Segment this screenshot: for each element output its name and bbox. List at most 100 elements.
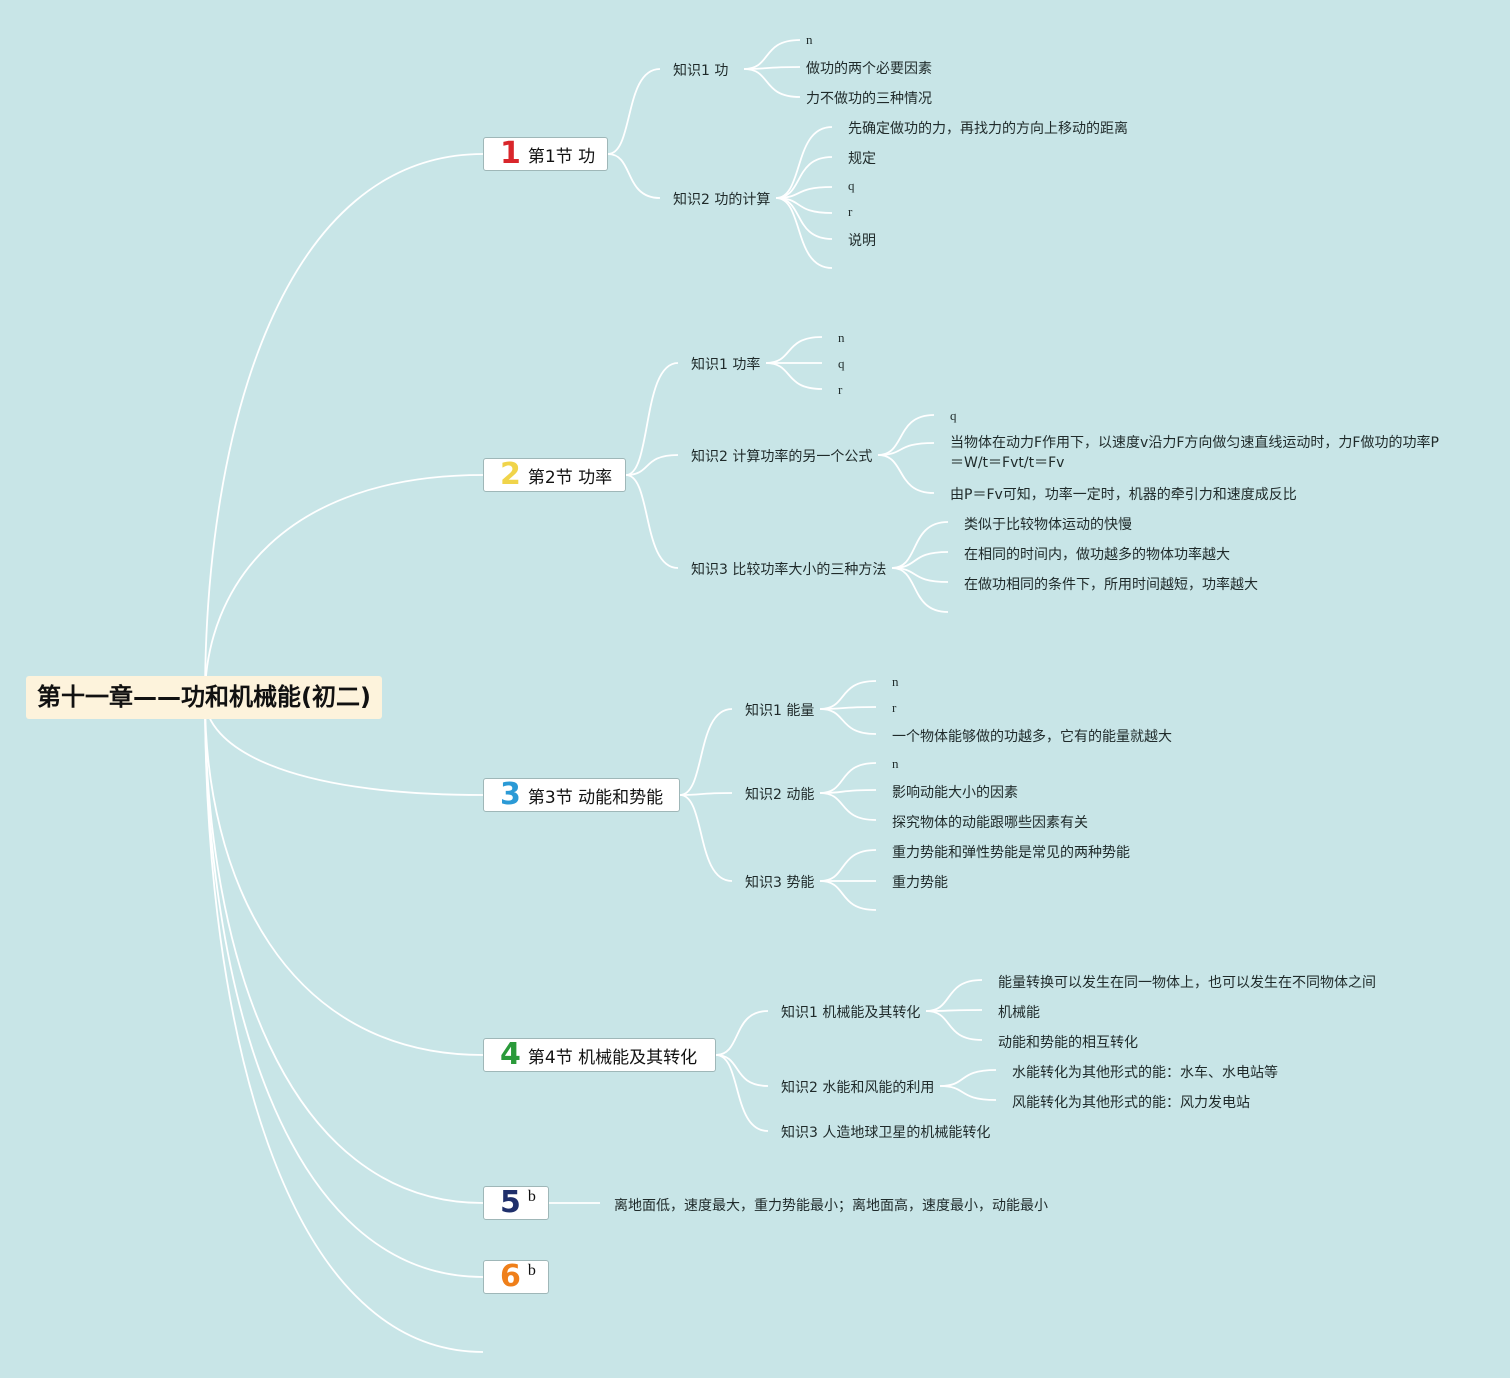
leaf-node[interactable]: 说明	[848, 233, 876, 249]
leaf-node[interactable]: n	[806, 32, 813, 47]
section-5-node[interactable]: 5 b	[483, 1186, 549, 1220]
leaf-connector	[939, 1069, 997, 1087]
leaf-node[interactable]: 能量转换可以发生在同一物体上，也可以发生在不同物体之间	[998, 975, 1376, 991]
section-number-badge: 2	[500, 457, 521, 492]
section-connector	[625, 362, 679, 476]
section-connector	[625, 474, 679, 569]
knowledge-node[interactable]: 知识1 功	[673, 63, 729, 79]
leaf-node[interactable]: r	[892, 700, 897, 715]
knowledge-node[interactable]: 知识2 水能和风能的利用	[781, 1080, 935, 1096]
leaf-connector	[765, 336, 823, 364]
section-label: b	[527, 1188, 536, 1205]
knowledge-node[interactable]: 知识1 能量	[745, 703, 815, 719]
section-label: b	[527, 1262, 536, 1279]
section-number-badge: 6	[500, 1259, 521, 1294]
leaf-node[interactable]: 由P＝Fv可知，功率一定时，机器的牵引力和速度成反比	[950, 487, 1297, 503]
leaf-node[interactable]: r	[838, 382, 843, 397]
section-3-node[interactable]: 3 第3节 动能和势能	[483, 778, 680, 812]
leaf-connector	[925, 979, 983, 1012]
knowledge-node[interactable]: 知识1 功率	[691, 357, 761, 373]
leaf-connector	[819, 680, 877, 710]
leaf-connector	[775, 197, 833, 269]
leaf-node[interactable]: q	[950, 408, 957, 423]
root-connector	[204, 697, 484, 1056]
section-4-node[interactable]: 4 第4节 机械能及其转化	[483, 1038, 716, 1072]
leaf-node[interactable]: 类似于比较物体运动的快慢	[964, 517, 1132, 533]
leaf-connector	[877, 414, 935, 456]
leaf-node[interactable]: 力不做功的三种情况	[806, 91, 932, 107]
root-topic[interactable]: 第十一章——功和机械能(初二)	[26, 676, 382, 719]
section-2-node[interactable]: 2 第2节 功率	[483, 458, 626, 492]
leaf-connector	[775, 126, 833, 199]
section-connector	[625, 454, 679, 476]
section-connector	[607, 68, 661, 155]
leaf-node[interactable]: n	[892, 756, 899, 771]
leaf-connector	[877, 454, 935, 494]
knowledge-node[interactable]: 知识2 计算功率的另一个公式	[691, 449, 873, 465]
root-connector	[204, 697, 484, 1278]
section-1-node[interactable]: 1 第1节 功	[483, 137, 608, 171]
knowledge-node[interactable]: 知识2 动能	[745, 787, 815, 803]
leaf-connector	[925, 1009, 983, 1012]
section-connector	[607, 153, 661, 199]
leaf-node[interactable]: 动能和势能的相互转化	[998, 1035, 1138, 1051]
section-connector	[715, 1010, 769, 1056]
knowledge-node[interactable]: 知识3 势能	[745, 875, 815, 891]
leaf-node[interactable]: 风能转化为其他形式的能：风力发电站	[1012, 1095, 1250, 1111]
section-connector	[679, 792, 733, 796]
leaf-connector	[939, 1085, 997, 1101]
leaf-node[interactable]: 重力势能	[892, 875, 948, 891]
leaf-node[interactable]: 一个物体能够做的功越多，它有的能量就越大	[892, 729, 1172, 745]
leaf-node[interactable]: 探究物体的动能跟哪些因素有关	[892, 815, 1088, 831]
leaf-connector	[775, 197, 833, 240]
section-number-badge: 4	[500, 1037, 521, 1072]
knowledge-node[interactable]: 知识3 人造地球卫星的机械能转化	[781, 1125, 991, 1141]
leaf-connector	[819, 849, 877, 882]
leaf-connector	[819, 708, 877, 735]
leaf-connector	[819, 762, 877, 794]
section-label: 第1节 功	[527, 146, 596, 167]
leaf-node[interactable]: 规定	[848, 151, 876, 167]
root-connector	[204, 697, 484, 1204]
leaf-node[interactable]: 在做功相同的条件下，所用时间越短，功率越大	[964, 577, 1258, 593]
leaf-node[interactable]: n	[892, 674, 899, 689]
leaf-connector	[891, 521, 949, 569]
leaf-node[interactable]: r	[848, 204, 853, 219]
leaf-node[interactable]: 影响动能大小的因素	[892, 785, 1018, 801]
section-connector	[679, 794, 733, 882]
leaf-node[interactable]: 重力势能和弹性势能是常见的两种势能	[892, 845, 1130, 861]
section-connector	[715, 1054, 769, 1087]
leaf-connector	[765, 362, 823, 390]
leaf-node[interactable]: 在相同的时间内，做功越多的物体功率越大	[964, 547, 1230, 563]
leaf-connector	[877, 442, 935, 456]
knowledge-node[interactable]: 知识3 比较功率大小的三种方法	[691, 562, 887, 578]
leaf-connector	[891, 567, 949, 613]
section-number-badge: 3	[500, 777, 521, 812]
root-connector	[204, 153, 484, 699]
leaf-node[interactable]: n	[838, 330, 845, 345]
section-number-badge: 5	[500, 1185, 521, 1220]
leaf-connector	[819, 792, 877, 821]
knowledge-node[interactable]: 知识2 功的计算	[673, 192, 771, 208]
section-6-node[interactable]: 6 b	[483, 1260, 549, 1294]
leaf-node[interactable]: q	[848, 178, 855, 193]
leaf-node[interactable]: 机械能	[998, 1005, 1040, 1021]
section-connector	[715, 1054, 769, 1132]
leaf-node[interactable]: 水能转化为其他形式的能：水车、水电站等	[1012, 1065, 1278, 1081]
leaf-node[interactable]: 先确定做功的力，再找力的方向上移动的距离	[848, 121, 1128, 137]
section-number-badge: 1	[500, 136, 521, 171]
leaf-node[interactable]: q	[838, 356, 845, 371]
leaf-connector	[775, 156, 833, 199]
leaf-connector	[925, 1010, 983, 1041]
knowledge-node[interactable]: 知识1 机械能及其转化	[781, 1005, 921, 1021]
knowledge-node[interactable]: 离地面低，速度最大，重力势能最小；离地面高，速度最小，动能最小	[614, 1198, 1048, 1214]
leaf-node[interactable]: 做功的两个必要因素	[806, 61, 932, 77]
section-connector	[679, 708, 733, 796]
root-connector	[204, 697, 484, 1353]
leaf-connector	[819, 880, 877, 911]
section-label: 第4节 机械能及其转化	[527, 1047, 698, 1068]
leaf-node[interactable]: 当物体在动力F作用下，以速度v沿力F方向做匀速直线运动时，力F做功的功率P＝W/…	[950, 435, 1439, 471]
root-connector	[204, 474, 484, 699]
